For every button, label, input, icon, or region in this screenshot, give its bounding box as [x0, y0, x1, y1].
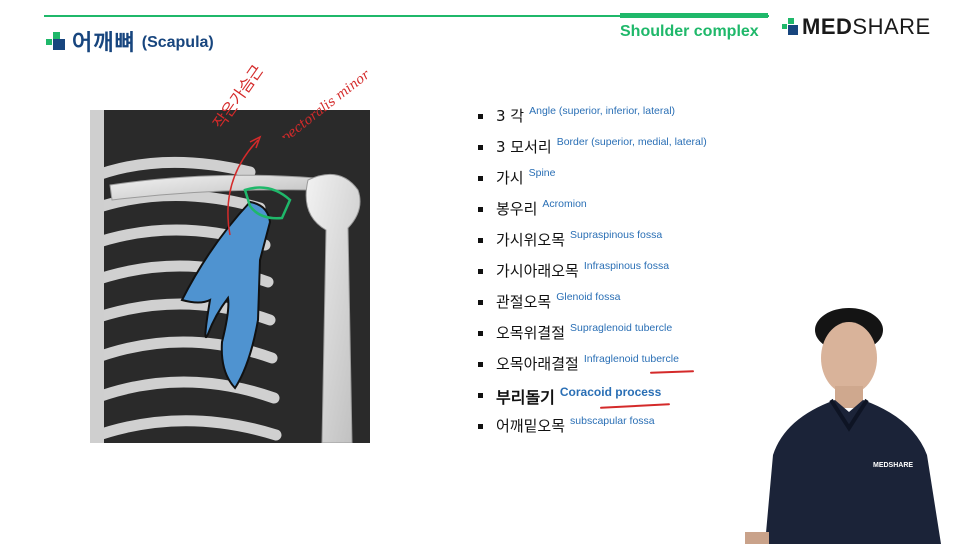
brand-name-rest: SHARE — [852, 14, 931, 39]
annotation-english: pectoralis minor — [278, 67, 373, 138]
bullet-icon — [478, 176, 483, 181]
bullet-icon — [478, 145, 483, 150]
header-divider-line — [44, 15, 769, 17]
header-accent-bar — [620, 13, 768, 18]
bullet-icon — [478, 300, 483, 305]
brand-name-bold: MED — [802, 14, 853, 39]
handwritten-annotation: 작은가슴근 pectoralis minor — [205, 48, 405, 146]
bullet-icon — [478, 393, 483, 398]
slide-title: 어깨뼈 (Scapula) — [46, 25, 214, 57]
shirt-logo: MEDSHARE — [873, 462, 913, 469]
bullet-icon — [478, 207, 483, 212]
presenter-video: MEDSHARE — [745, 300, 959, 544]
bullet-icon — [478, 424, 483, 429]
bullet-icon — [478, 269, 483, 274]
bullet-icon — [478, 238, 483, 243]
brand-logo: MEDSHARE — [782, 14, 931, 40]
section-tag: Shoulder complex — [620, 23, 759, 40]
annotation-korean: 작은가슴근 — [209, 61, 267, 132]
scapula-illustration — [90, 110, 370, 443]
title-korean: 어깨뼈 — [72, 31, 136, 56]
bullet-icon — [478, 362, 483, 367]
bullet-icon — [478, 331, 483, 336]
medshare-logo-icon — [782, 16, 800, 38]
bullet-icon — [478, 114, 483, 119]
title-english: (Scapula) — [141, 34, 214, 51]
medshare-mark-icon — [46, 30, 68, 52]
